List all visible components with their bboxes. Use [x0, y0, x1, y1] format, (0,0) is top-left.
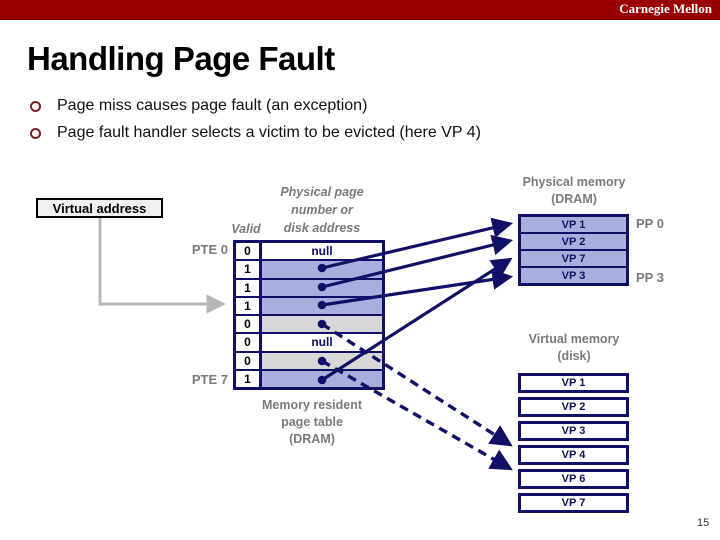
virtual-memory-title: Virtual memory (disk)	[503, 331, 645, 365]
brand-text: Carnegie Mellon	[619, 1, 712, 16]
virtual-address-label: Virtual address	[36, 198, 163, 218]
label-line: Physical page	[280, 185, 364, 199]
pte-value-cell	[262, 261, 382, 278]
pte-value-cell	[262, 279, 382, 296]
label-line: (DRAM)	[551, 192, 597, 206]
bullet-marker-icon	[30, 128, 41, 139]
pte-valid-cell: 0	[236, 243, 262, 260]
page-table-row-pte7: 1	[236, 368, 382, 387]
bullet-item: Page miss causes page fault (an exceptio…	[30, 97, 481, 115]
bullet-text: Page fault handler selects a victim to b…	[57, 124, 481, 141]
disk-page-row: VP 3	[518, 421, 629, 441]
page-table-row-pte3: 1	[236, 295, 382, 314]
pte-valid-cell: 1	[236, 370, 262, 387]
pp0-label: PP 0	[636, 216, 664, 231]
pte-value-cell	[262, 316, 382, 333]
disk-page-row: VP 2	[518, 397, 629, 417]
pte-value-cell: null	[262, 334, 382, 351]
bullet-item: Page fault handler selects a victim to b…	[30, 124, 481, 142]
page-table-caption: Memory resident page table (DRAM)	[232, 397, 392, 448]
label-line: Physical memory	[522, 175, 626, 189]
pte-valid-cell: 0	[236, 352, 262, 369]
dram-page-row: VP 2	[521, 232, 626, 249]
label-line: Memory resident	[261, 398, 363, 412]
pte-value-cell	[262, 370, 382, 387]
disk-page-row: VP 7	[518, 493, 629, 513]
page-number: 15	[697, 517, 710, 529]
pte0-label: PTE 0	[191, 242, 228, 257]
pte-valid-cell: 1	[236, 297, 262, 314]
label-line: (disk)	[557, 349, 591, 363]
dram-page-row: VP 7	[521, 249, 626, 266]
label-line: (DRAM)	[289, 432, 335, 446]
pte-value-cell	[262, 297, 382, 314]
virtual-address-connector-arrow	[98, 218, 226, 314]
page-table-row-pte6: 0	[236, 350, 382, 369]
pp3-label: PP 3	[636, 270, 664, 285]
disk-page-row: VP 6	[518, 469, 629, 489]
pte-value-cell: null	[262, 243, 382, 260]
label-line: number or	[291, 203, 353, 217]
pte-valid-cell: 0	[236, 334, 262, 351]
disk-box: VP 1 VP 2 VP 3 VP 4 VP 6 VP 7	[518, 373, 629, 513]
page-title: Handling Page Fault	[27, 40, 335, 77]
bullet-marker-icon	[30, 101, 41, 112]
label-line: disk address	[283, 221, 361, 235]
disk-page-row: VP 4	[518, 445, 629, 465]
pte-valid-cell: 1	[236, 279, 262, 296]
dram-page-row: VP 1	[521, 217, 626, 232]
bullet-text: Page miss causes page fault (an exceptio…	[57, 97, 368, 114]
label-line: page table	[281, 415, 343, 429]
label-line: Virtual memory	[528, 332, 620, 346]
page-table-row-pte4: 0	[236, 314, 382, 333]
page-table-row-pte2: 1	[236, 277, 382, 296]
dram-page-row: VP 3	[521, 266, 626, 283]
pte7-label: PTE 7	[191, 372, 228, 387]
disk-page-row: VP 1	[518, 373, 629, 393]
pte-value-cell	[262, 352, 382, 369]
pte-valid-cell: 1	[236, 261, 262, 278]
physical-memory-title: Physical memory (DRAM)	[503, 174, 645, 208]
brand-bar: Carnegie Mellon	[0, 0, 720, 20]
bullet-list: Page miss causes page fault (an exceptio…	[30, 97, 481, 142]
valid-column-header: Valid	[231, 222, 261, 236]
pte-valid-cell: 0	[236, 316, 262, 333]
ppn-column-header: Physical page number or disk address	[244, 183, 400, 237]
page-table-row-pte1: 1	[236, 259, 382, 278]
